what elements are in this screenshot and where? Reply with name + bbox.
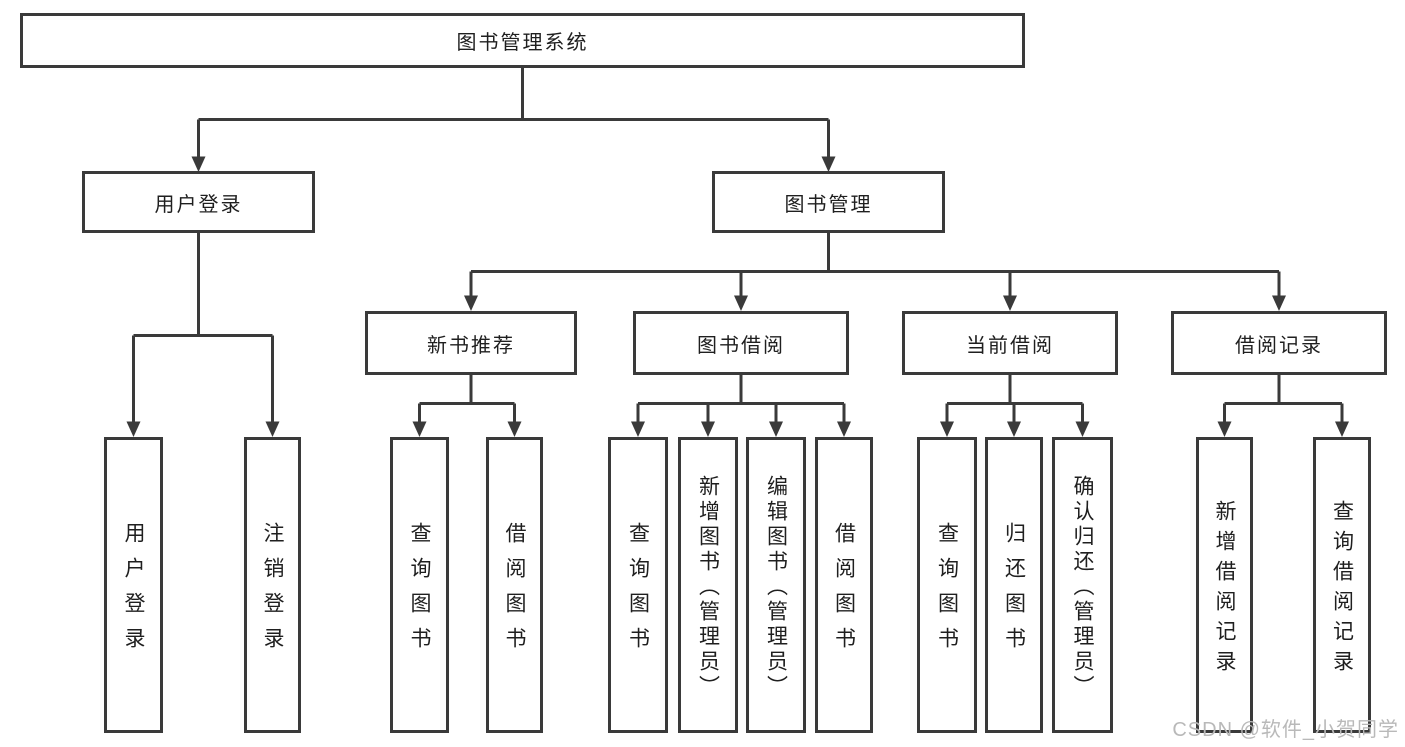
node-new-book-recommend-label: 新书推荐 <box>427 334 515 357</box>
connector-book-borrowing-children <box>636 375 846 424</box>
connector-root-to-level2 <box>197 68 830 159</box>
node-library-management-system: 图书管理系统 <box>20 13 1025 68</box>
node-book-borrowing: 图书借阅 <box>633 311 849 375</box>
node-book-management-module: 图书管理 <box>712 171 945 233</box>
node-edit-books-admin-label: 编辑图书（管理员） <box>764 474 788 700</box>
arrowhead-current-borrowing <box>1003 295 1017 311</box>
arrowhead-user-login-leaf <box>126 421 141 437</box>
node-user-login-module: 用户登录 <box>82 171 315 233</box>
node-add-borrow-record-label: 新增借阅记录 <box>1213 499 1236 680</box>
connector-new-book-recommend-children <box>418 375 516 424</box>
arrowhead-book-management <box>821 156 836 172</box>
node-borrow-books-1: 借阅图书 <box>486 437 543 733</box>
arrowhead-new-book-recommend <box>464 295 478 311</box>
arrowhead-borrowing-records <box>1272 295 1286 311</box>
arrowhead-query-books-1 <box>412 421 427 437</box>
node-query-books-1: 查询图书 <box>390 437 449 733</box>
node-return-books: 归还图书 <box>985 437 1043 733</box>
node-add-borrow-record: 新增借阅记录 <box>1196 437 1253 733</box>
node-logout-login: 注销登录 <box>244 437 301 733</box>
node-query-books-2: 查询图书 <box>608 437 668 733</box>
node-confirm-return-admin-label: 确认归还（管理员） <box>1071 474 1094 700</box>
node-borrowing-records-label: 借阅记录 <box>1235 334 1323 357</box>
arrowhead-logout-leaf <box>265 421 280 437</box>
node-user-login-module-label: 用户登录 <box>154 193 243 216</box>
node-edit-books-admin: 编辑图书（管理员） <box>746 437 806 733</box>
arrowhead-edit-books-admin <box>769 421 783 437</box>
node-book-management-module-label: 图书管理 <box>784 193 873 216</box>
node-borrow-books-2-label: 借阅图书 <box>832 522 856 662</box>
node-query-books-2-label: 查询图书 <box>626 522 650 662</box>
watermark-text: CSDN @软件_小贺同学 <box>1172 719 1399 741</box>
node-return-books-label: 归还图书 <box>1002 522 1026 662</box>
node-query-books-3-label: 查询图书 <box>935 522 959 662</box>
connector-user-login-children <box>132 233 274 424</box>
node-current-borrowing: 当前借阅 <box>902 311 1118 375</box>
node-borrowing-records: 借阅记录 <box>1171 311 1387 375</box>
node-library-management-system-label: 图书管理系统 <box>456 32 589 54</box>
arrowhead-query-books-2 <box>631 421 645 437</box>
arrowhead-borrow-books-1 <box>507 421 522 437</box>
node-query-borrow-record-label: 查询借阅记录 <box>1330 499 1354 680</box>
arrowhead-add-books-admin <box>701 421 715 437</box>
node-borrow-books-1-label: 借阅图书 <box>503 522 526 662</box>
arrowhead-book-borrowing <box>734 295 748 311</box>
node-user-login-label: 用户登录 <box>122 522 145 662</box>
arrowhead-confirm-return-admin <box>1075 421 1090 437</box>
connector-current-borrowing-children <box>945 375 1084 424</box>
node-logout-login-label: 注销登录 <box>261 522 284 662</box>
node-add-books-admin-label: 新增图书（管理员） <box>696 474 720 700</box>
arrowhead-borrow-books-2 <box>837 421 851 437</box>
node-book-borrowing-label: 图书借阅 <box>697 334 785 357</box>
node-new-book-recommend: 新书推荐 <box>365 311 577 375</box>
node-add-books-admin: 新增图书（管理员） <box>678 437 738 733</box>
node-query-books-3: 查询图书 <box>917 437 977 733</box>
connector-book-management-children <box>469 233 1281 298</box>
arrowhead-add-borrow-record <box>1217 421 1232 437</box>
node-user-login: 用户登录 <box>104 437 163 733</box>
node-query-borrow-record: 查询借阅记录 <box>1313 437 1371 733</box>
node-current-borrowing-label: 当前借阅 <box>966 334 1054 357</box>
node-borrow-books-2: 借阅图书 <box>815 437 873 733</box>
arrowhead-user-login <box>191 156 206 172</box>
arrowhead-return-books <box>1007 421 1021 437</box>
arrowhead-query-borrow-record <box>1335 421 1349 437</box>
arrowhead-query-books-3 <box>940 421 954 437</box>
node-query-books-1-label: 查询图书 <box>408 522 431 662</box>
connector-borrowing-records-children <box>1223 375 1344 424</box>
node-confirm-return-admin: 确认归还（管理员） <box>1052 437 1113 733</box>
